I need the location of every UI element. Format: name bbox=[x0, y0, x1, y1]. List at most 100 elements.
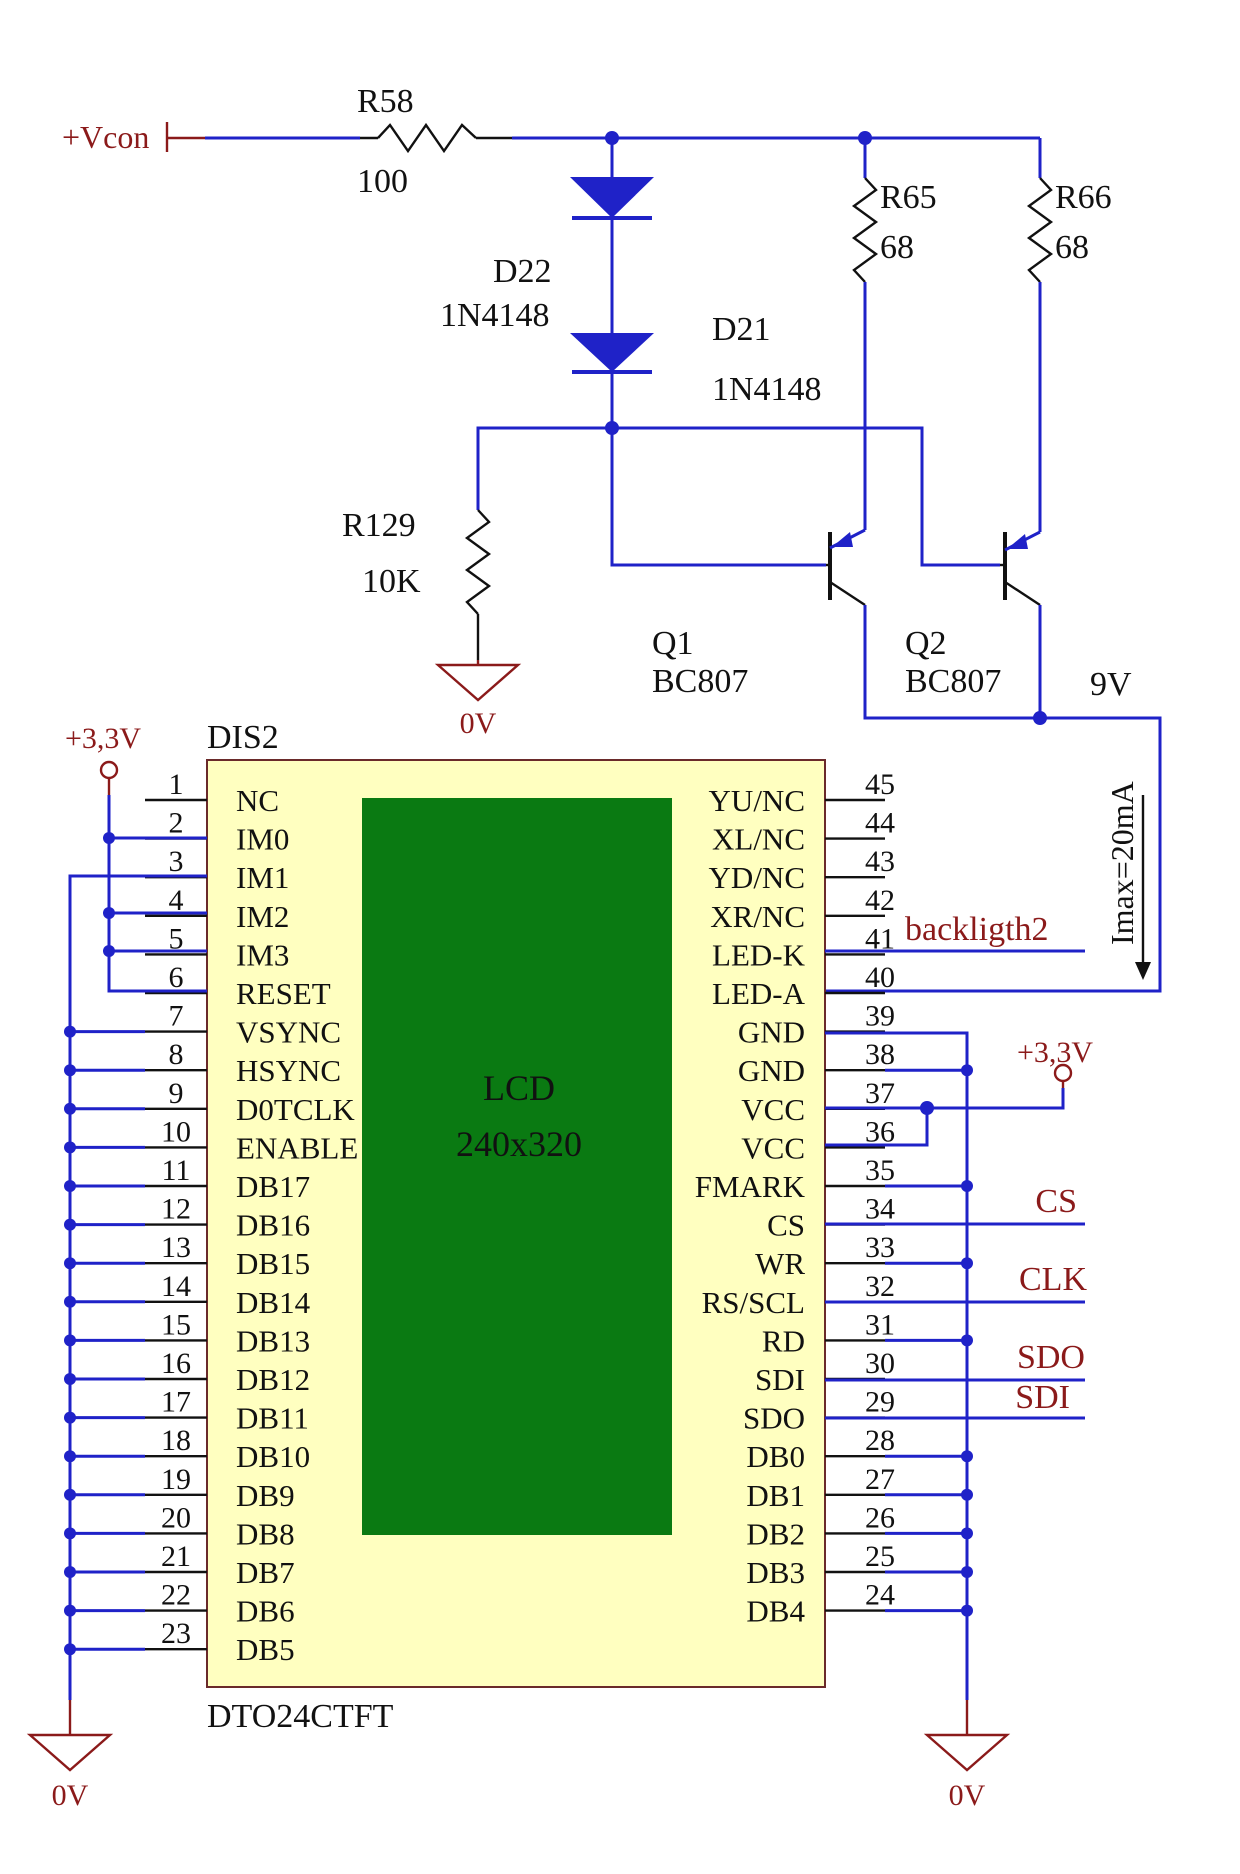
pin-name: GND bbox=[738, 1053, 805, 1088]
junction-dot bbox=[64, 1295, 76, 1308]
pin-name: DB7 bbox=[236, 1555, 295, 1590]
pin-number: 2 bbox=[169, 807, 184, 840]
q1-ref: Q1 bbox=[652, 625, 694, 662]
r66-ref: R66 bbox=[1055, 179, 1112, 216]
junction-dot bbox=[961, 1334, 973, 1347]
pin-name: RS/SCL bbox=[702, 1285, 805, 1320]
clk-net-label: CLK bbox=[1019, 1261, 1087, 1298]
r58-ref: R58 bbox=[357, 83, 414, 120]
voltage-9v-label: 9V bbox=[1090, 666, 1132, 703]
pin-number: 31 bbox=[865, 1308, 895, 1341]
pin-number: 39 bbox=[865, 1000, 895, 1033]
cs-net-label: CS bbox=[1035, 1183, 1077, 1220]
d21-value: 1N4148 bbox=[712, 371, 822, 408]
display-part: DTO24CTFT bbox=[207, 1698, 394, 1735]
pin-name: YD/NC bbox=[709, 860, 805, 895]
transistor-q2: Q2 BC807 bbox=[905, 530, 1042, 718]
pin-name: IM2 bbox=[236, 899, 289, 934]
pin-number: 1 bbox=[169, 768, 184, 801]
junction-dot bbox=[961, 1566, 973, 1578]
pin-name: NC bbox=[236, 783, 279, 818]
pin-name: D0TCLK bbox=[236, 1092, 355, 1127]
vcon-supply: +Vcon bbox=[62, 119, 205, 155]
pin-name: XL/NC bbox=[712, 822, 805, 857]
pin-number: 43 bbox=[865, 845, 895, 878]
pin-number: 22 bbox=[161, 1579, 191, 1612]
pin-name: XR/NC bbox=[710, 899, 805, 934]
ground-right-label: 0V bbox=[949, 1779, 986, 1812]
lcd-label: LCD bbox=[483, 1068, 555, 1108]
junction-dot bbox=[64, 1604, 76, 1617]
r58-value: 100 bbox=[357, 163, 408, 200]
pin-name: SDO bbox=[743, 1401, 805, 1436]
backlight-net-label: backligth2 bbox=[905, 911, 1049, 948]
q1-value: BC807 bbox=[652, 663, 748, 700]
v33-left-label: +3,3V bbox=[65, 722, 141, 755]
pin-name: DB4 bbox=[746, 1594, 805, 1629]
pin-name: CS bbox=[767, 1208, 805, 1243]
pin-number: 8 bbox=[169, 1038, 184, 1071]
pin-name: DB0 bbox=[746, 1439, 805, 1474]
pin-name: DB2 bbox=[746, 1516, 805, 1551]
pin-name: DB5 bbox=[236, 1632, 295, 1667]
pin-name: DB6 bbox=[236, 1594, 295, 1629]
junction-dot bbox=[920, 1101, 934, 1115]
current-arrow-icon bbox=[1135, 962, 1151, 980]
junction-dot bbox=[64, 1334, 76, 1347]
pin-number: 37 bbox=[865, 1077, 895, 1110]
resistor-r58: R58 100 bbox=[205, 83, 1040, 200]
pin-name: DB8 bbox=[236, 1516, 295, 1551]
pin-number: 24 bbox=[865, 1579, 895, 1612]
r65-ref: R65 bbox=[880, 179, 937, 216]
junction-dot bbox=[103, 945, 115, 957]
pin-number: 21 bbox=[161, 1540, 191, 1573]
pin-name: DB14 bbox=[236, 1285, 311, 1320]
pin-number: 38 bbox=[865, 1038, 895, 1071]
pin-number: 3 bbox=[169, 845, 184, 878]
pin-number: 28 bbox=[865, 1424, 895, 1457]
display-ref: DIS2 bbox=[207, 719, 279, 756]
junction-dot bbox=[961, 1064, 973, 1077]
pin-name: IM3 bbox=[236, 937, 289, 972]
pin-number: 16 bbox=[161, 1347, 191, 1380]
r65-value: 68 bbox=[880, 229, 914, 266]
junction-dot bbox=[961, 1527, 973, 1540]
pin-number: 26 bbox=[865, 1501, 895, 1534]
junction-dot bbox=[64, 1141, 76, 1154]
junction-dot bbox=[961, 1180, 973, 1192]
pin-number: 14 bbox=[161, 1270, 191, 1303]
pin-name: LED-K bbox=[712, 937, 806, 972]
pin-name: DB13 bbox=[236, 1323, 310, 1358]
r66-value: 68 bbox=[1055, 229, 1089, 266]
pin-number: 25 bbox=[865, 1540, 895, 1573]
ground-left-label: 0V bbox=[52, 1779, 89, 1812]
ground-symbol-left: 0V bbox=[26, 1700, 114, 1812]
pin-name: GND bbox=[738, 1015, 805, 1050]
pin-number: 42 bbox=[865, 884, 895, 917]
pin-number: 34 bbox=[865, 1193, 895, 1226]
ground-label: 0V bbox=[460, 707, 497, 740]
pin-number: 7 bbox=[169, 1000, 184, 1033]
junction-dot bbox=[961, 1604, 973, 1617]
junction-dot bbox=[64, 1257, 76, 1270]
pin-name: RESET bbox=[236, 976, 331, 1011]
junction-dot bbox=[64, 1643, 76, 1656]
sdi-net-label: SDI bbox=[1015, 1379, 1070, 1416]
pin-number: 36 bbox=[865, 1115, 895, 1148]
pin-name: VCC bbox=[741, 1130, 805, 1165]
transistor-q1: Q1 BC807 bbox=[652, 528, 1040, 720]
pin-number: 29 bbox=[865, 1386, 895, 1419]
junction-dot bbox=[961, 1257, 973, 1270]
pin-name: IM1 bbox=[236, 860, 289, 895]
pin-name: DB11 bbox=[236, 1401, 309, 1436]
pin-number: 35 bbox=[865, 1154, 895, 1187]
junction-dot bbox=[64, 1102, 76, 1115]
pin-name: DB10 bbox=[236, 1439, 310, 1474]
junction-dot bbox=[103, 832, 115, 844]
q2-ref: Q2 bbox=[905, 625, 947, 662]
pin-number: 23 bbox=[161, 1617, 191, 1650]
d22-ref: D22 bbox=[493, 253, 552, 290]
ground-symbol: 0V bbox=[434, 660, 522, 740]
